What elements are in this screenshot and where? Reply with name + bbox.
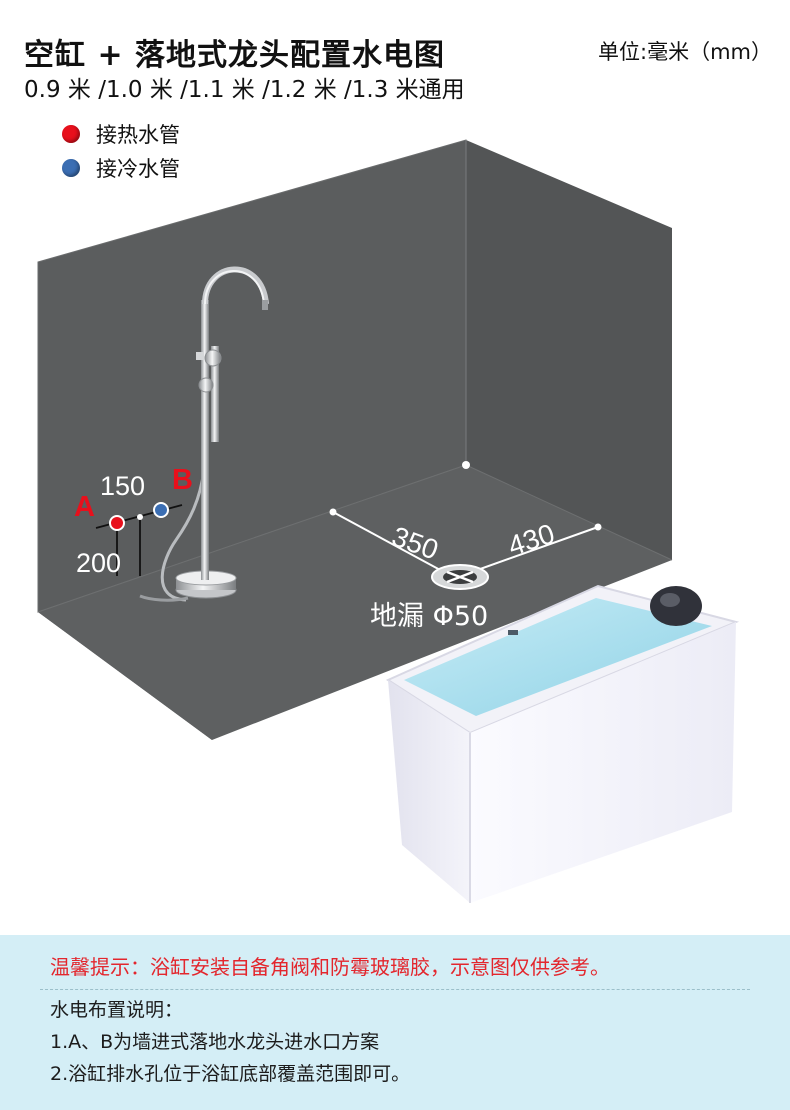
right-wall [466, 140, 672, 560]
inlet-label-b: B [172, 464, 193, 496]
corner-point [462, 461, 470, 469]
floor [38, 465, 672, 740]
dim-line-350 [332, 511, 456, 579]
legend-cold: 接冷水管 [62, 155, 180, 181]
page-subtitle: 0.9 米 /1.0 米 /1.1 米 /1.2 米 /1.3 米通用 [24, 77, 465, 103]
legend-hot: 接热水管 [62, 121, 180, 147]
legend-cold-label: 接冷水管 [96, 157, 180, 181]
notes-divider [40, 989, 750, 990]
cold-water-dot-icon [62, 159, 80, 177]
dim-point-left [329, 508, 337, 516]
note-line-2: 2.浴缸排水孔位于浴缸底部覆盖范围即可。 [50, 1063, 411, 1085]
floor-edge-back [37, 464, 467, 613]
plumbing-diagram: 350 430 地漏 Φ50 A B 150 200 [37, 139, 740, 903]
dim-label-200: 200 [76, 548, 121, 578]
unit-label: 单位:毫米（mm） [598, 40, 772, 64]
hot-inlet-icon [109, 515, 125, 531]
notes-panel: 温馨提示：浴缸安装自备角阀和防霉玻璃胶，示意图仅供参考。 水电布置说明： 1.A… [0, 935, 790, 1110]
note-line-1: 1.A、B为墙进式落地水龙头进水口方案 [50, 1031, 380, 1053]
warning-note: 温馨提示：浴缸安装自备角阀和防霉玻璃胶，示意图仅供参考。 [50, 955, 610, 979]
floor-drain-icon [431, 564, 489, 590]
page-title: 空缸 + 落地式龙头配置水电图 [24, 38, 446, 73]
floor-edge-right [465, 464, 673, 561]
inlet-markers: A B 150 200 [74, 464, 193, 578]
room [37, 139, 673, 740]
inlet-midpoint [137, 514, 143, 520]
drain-label: 地漏 Φ50 [370, 601, 488, 632]
notes-heading: 水电布置说明： [50, 999, 184, 1021]
hot-water-dot-icon [62, 125, 80, 143]
bathtub-icon [385, 584, 740, 903]
legend-hot-label: 接热水管 [96, 123, 180, 147]
cold-inlet-icon [153, 502, 169, 518]
dim-label-150: 150 [100, 471, 145, 501]
inlet-label-a: A [74, 491, 95, 523]
dim-point-right [594, 523, 602, 531]
freestanding-faucet-icon [139, 266, 269, 602]
